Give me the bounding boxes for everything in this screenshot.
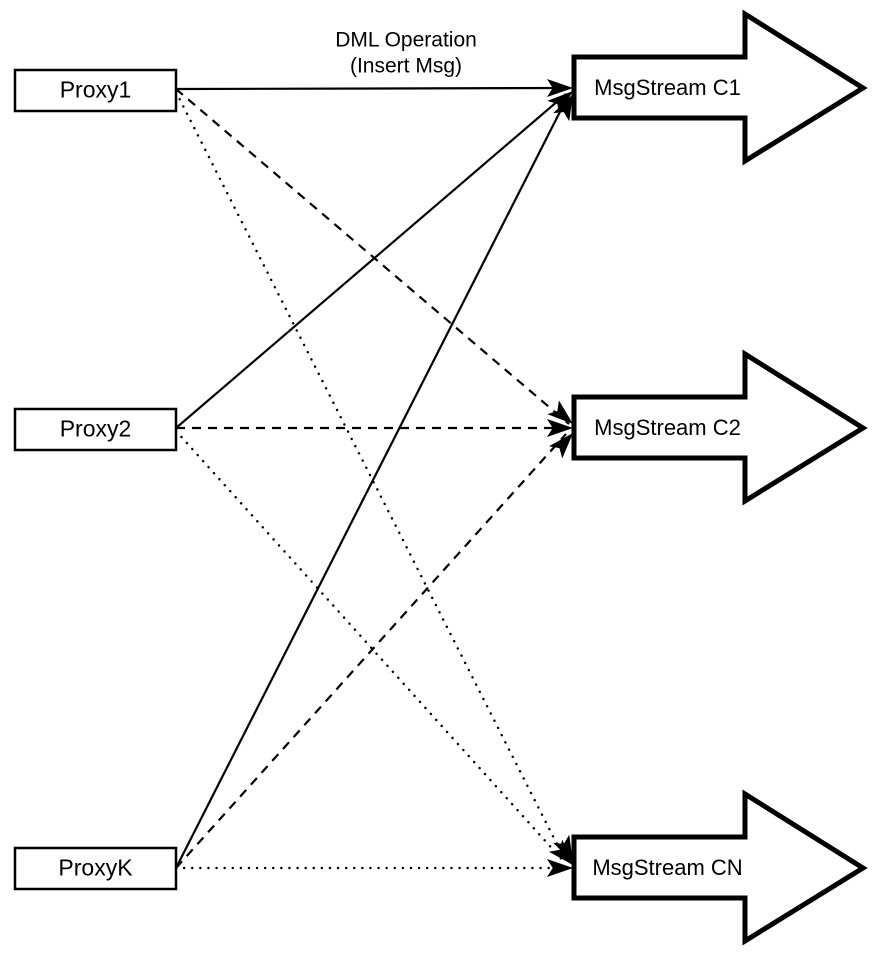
arrowhead-head-c2-a <box>547 400 573 424</box>
msgstream-node-cn[interactable]: MsgStream CN <box>571 789 868 946</box>
block-arrow-shape-cn[interactable] <box>571 789 868 946</box>
msgstream-label-c1: MsgStream C1 <box>594 75 741 100</box>
msgstream-node-c2[interactable]: MsgStream C2 <box>571 349 868 506</box>
arrowhead-head-c1-c <box>553 94 573 122</box>
edge-proxyK-to-c1 <box>175 95 569 869</box>
msgstream-node-c1[interactable]: MsgStream C1 <box>571 9 868 166</box>
edge-proxy1-to-c2 <box>175 88 570 425</box>
arrowhead-head-c2-b <box>547 419 573 437</box>
msgstream-nodes-layer: MsgStream C1 MsgStream C2 MsgStream CN <box>571 9 868 946</box>
arrowhead-head-cn-c <box>547 859 573 877</box>
arrowhead-head-cn-b <box>548 839 573 865</box>
proxy-label-proxy2: Proxy2 <box>60 416 132 442</box>
edge-caption-layer: DML Operation (Insert Msg) <box>335 29 477 78</box>
block-arrow-shape-c2[interactable] <box>571 349 868 506</box>
proxy-box-proxy2[interactable] <box>13 407 178 452</box>
edges-layer <box>174 86 571 870</box>
arrowhead-head-c1-a <box>547 79 573 97</box>
proxy-box-proxyK[interactable] <box>13 846 178 891</box>
msgstream-label-c2: MsgStream C2 <box>594 415 741 440</box>
proxy-label-proxy1: Proxy1 <box>60 77 132 103</box>
arrowhead-head-c2-c <box>548 433 573 459</box>
edge-proxy1-to-c1 <box>175 86 570 91</box>
dml-operation-caption-line1: DML Operation <box>335 29 477 52</box>
proxy-node-proxy1[interactable]: Proxy1 <box>13 68 178 113</box>
proxy-box-proxy1[interactable] <box>13 68 178 113</box>
edge-proxy2-to-cn <box>174 429 568 866</box>
arrowheads-layer <box>547 79 573 877</box>
edge-proxyK-to-c2 <box>175 433 567 869</box>
edge-proxy1-to-cn <box>174 90 568 864</box>
proxy-node-proxyK[interactable]: ProxyK <box>13 846 178 891</box>
dml-operation-caption-line2: (Insert Msg) <box>350 55 462 78</box>
arrowhead-head-c1-b <box>547 91 573 115</box>
block-arrow-shape-c1[interactable] <box>571 9 868 166</box>
edge-proxy2-to-c1 <box>175 93 567 429</box>
msgstream-label-cn: MsgStream CN <box>592 855 742 880</box>
proxy-node-proxy2[interactable]: Proxy2 <box>13 407 178 452</box>
proxy-label-proxyK: ProxyK <box>58 855 133 881</box>
